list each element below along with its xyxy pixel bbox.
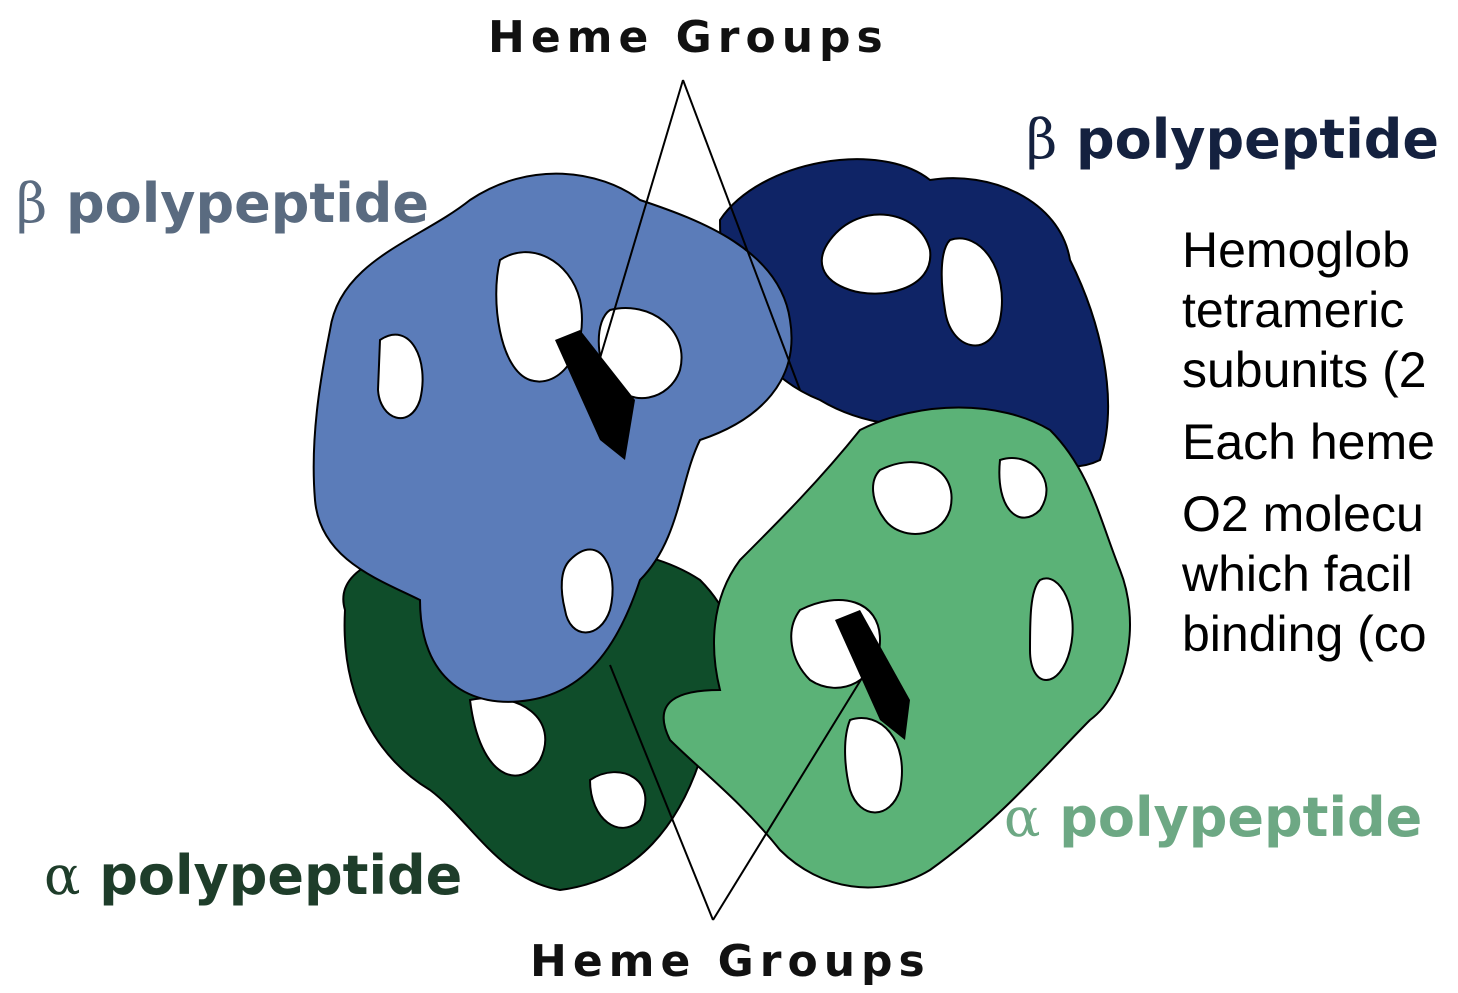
paragraph-2: Each heme [1182,412,1458,472]
paragraph-3: O2 molecu which facil binding (co [1182,484,1458,664]
description-text-block: Hemoglob tetrameric subunits (2 Each hem… [1182,220,1458,676]
alpha-symbol: α [1004,786,1040,849]
alpha-polypeptide-label-right: α polypeptide [1004,786,1422,849]
text-line: tetrameric [1182,280,1458,340]
polypeptide-text: polypeptide [1059,786,1422,849]
alpha-polypeptide-label-left: α polypeptide [44,844,462,907]
beta-symbol: β [16,172,47,235]
polypeptide-text: polypeptide [66,172,429,235]
heme-groups-label-bottom: Heme Groups [530,936,931,987]
paragraph-1: Hemoglob tetrameric subunits (2 [1182,220,1458,400]
text-line: Each heme [1182,412,1458,472]
beta-polypeptide-label-left: β polypeptide [16,172,429,235]
text-line: binding (co [1182,604,1458,664]
heme-groups-label-top: Heme Groups [488,12,889,63]
beta-polypeptide-label-right: β polypeptide [1026,108,1439,171]
alpha-symbol: α [44,844,80,907]
text-line: Hemoglob [1182,220,1458,280]
text-line: subunits (2 [1182,340,1458,400]
polypeptide-text: polypeptide [99,844,462,907]
text-line: O2 molecu [1182,484,1458,544]
text-line: which facil [1182,544,1458,604]
beta-symbol: β [1026,108,1057,171]
polypeptide-text: polypeptide [1076,108,1439,171]
